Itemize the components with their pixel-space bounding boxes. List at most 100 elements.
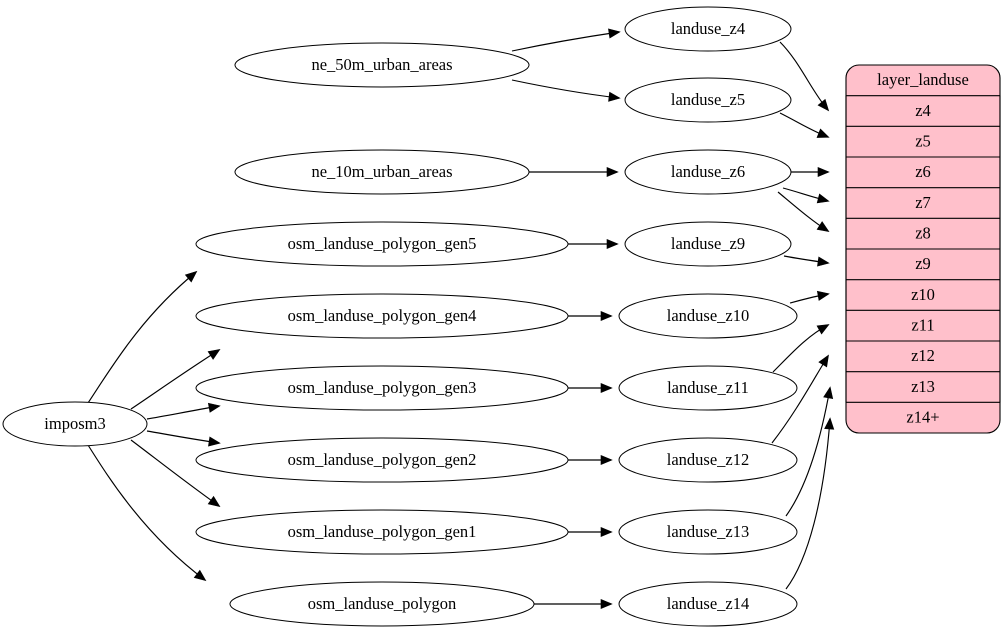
node-label: landuse_z9 — [671, 234, 745, 253]
edge-imposm3-to-osm_landuse_polygon — [87, 444, 207, 582]
arrowhead-icon — [816, 128, 830, 138]
table-row-z8[interactable]: z8 — [915, 223, 931, 242]
arrowhead-icon — [606, 238, 619, 250]
arrowhead-icon — [193, 569, 207, 582]
node-ellipse[interactable] — [195, 365, 569, 411]
arrowhead-icon — [816, 324, 830, 335]
layer-node-landuse_z4[interactable]: landuse_z4 — [624, 6, 792, 52]
source-node-ne_50m_urban_areas[interactable]: ne_50m_urban_areas — [234, 42, 530, 88]
node-ellipse[interactable] — [624, 149, 792, 195]
edge-path — [130, 349, 220, 410]
node-ellipse[interactable] — [618, 581, 798, 627]
node-label: osm_landuse_polygon_gen3 — [288, 378, 477, 397]
source-node-imposm3[interactable]: imposm3 — [2, 401, 148, 447]
edge-landuse_z11-to-row_z11 — [772, 324, 830, 373]
source-node-osm_landuse_polygon[interactable]: osm_landuse_polygon — [229, 581, 535, 627]
arrowhead-icon — [817, 166, 830, 178]
edge-ne_10m_urban_areas-to-landuse_z6 — [529, 166, 619, 178]
table-row-z14plus[interactable]: z14+ — [906, 407, 939, 426]
node-label: landuse_z14 — [667, 594, 749, 613]
edge-osm_landuse_polygon_gen5-to-landuse_z9 — [568, 238, 619, 250]
arrowhead-icon — [600, 598, 613, 610]
source-node-osm_landuse_polygon_gen3[interactable]: osm_landuse_polygon_gen3 — [195, 365, 569, 411]
arrowhead-icon — [207, 349, 221, 360]
table-row-z9[interactable]: z9 — [915, 254, 931, 273]
edge-osm_landuse_polygon_gen1-to-landuse_z13 — [568, 526, 613, 538]
node-ellipse[interactable] — [618, 365, 798, 411]
edge-path — [146, 405, 220, 420]
node-ellipse[interactable] — [618, 509, 798, 555]
edge-osm_landuse_polygon_gen4-to-landuse_z10 — [568, 310, 613, 322]
arrowhead-icon — [816, 193, 830, 204]
arrowhead-icon — [606, 166, 619, 178]
layer-node-landuse_z9[interactable]: landuse_z9 — [624, 221, 792, 267]
edge-path — [146, 430, 220, 444]
edge-path — [87, 444, 206, 581]
node-ellipse[interactable] — [229, 581, 535, 627]
edge-osm_landuse_polygon-to-landuse_z14 — [534, 598, 613, 610]
layer-node-landuse_z14[interactable]: landuse_z14 — [618, 581, 798, 627]
arrowhead-icon — [608, 91, 621, 102]
source-node-osm_landuse_polygon_gen5[interactable]: osm_landuse_polygon_gen5 — [195, 221, 569, 267]
table-row-z7[interactable]: z7 — [915, 193, 931, 212]
node-ellipse[interactable] — [618, 437, 798, 483]
layer-node-landuse_z12[interactable]: landuse_z12 — [618, 437, 798, 483]
node-label: ne_50m_urban_areas — [311, 55, 452, 74]
node-label: imposm3 — [44, 414, 105, 433]
layer-landuse-table: layer_landuse z4 z5 z6 z7 z8 z9 z10 z11 z12 z13 z14… — [845, 64, 1001, 434]
source-node-osm_landuse_polygon_gen2[interactable]: osm_landuse_polygon_gen2 — [195, 437, 569, 483]
table-header-label: layer_landuse — [877, 70, 969, 89]
node-ellipse[interactable] — [195, 437, 569, 483]
node-ellipse[interactable] — [618, 293, 798, 339]
layer-node-landuse_z5[interactable]: landuse_z5 — [624, 77, 792, 123]
node-ellipse[interactable] — [234, 149, 530, 195]
arrowhead-icon — [816, 221, 830, 232]
table-row-z12[interactable]: z12 — [911, 346, 935, 365]
layer-node-landuse_z10[interactable]: landuse_z10 — [618, 293, 798, 339]
node-ellipse[interactable] — [195, 293, 569, 339]
table-row-z6[interactable]: z6 — [915, 162, 931, 181]
table-row-z5[interactable]: z5 — [915, 131, 931, 150]
edge-landuse_z4-to-row_z4 — [779, 41, 830, 112]
edge-imposm3-to-osm_landuse_polygon_gen1 — [130, 439, 221, 508]
edge-path — [130, 439, 220, 507]
edge-ne_50m_urban_areas-to-landuse_z4 — [511, 28, 621, 52]
arrowhead-icon — [600, 454, 613, 466]
arrowhead-icon — [816, 290, 830, 301]
node-ellipse[interactable] — [234, 42, 530, 88]
source-node-ne_10m_urban_areas[interactable]: ne_10m_urban_areas — [234, 149, 530, 195]
source-node-osm_landuse_polygon_gen4[interactable]: osm_landuse_polygon_gen4 — [195, 293, 569, 339]
table-outline — [845, 64, 1001, 434]
edge-landuse_z14-to-row_z14 — [785, 417, 835, 590]
arrowhead-icon — [184, 270, 198, 283]
table-row-z4[interactable]: z4 — [915, 101, 931, 120]
arrowhead-icon — [817, 256, 830, 267]
node-label: ne_10m_urban_areas — [311, 162, 452, 181]
nodes-layer: imposm3 ne_50m_urban_areas ne_10m_urban_ar… — [2, 6, 798, 627]
node-ellipse[interactable] — [195, 221, 569, 267]
node-ellipse[interactable] — [624, 221, 792, 267]
arrowhead-icon — [823, 386, 834, 400]
node-label: osm_landuse_polygon — [308, 594, 457, 613]
edge-imposm3-to-osm_landuse_polygon_gen4 — [130, 349, 221, 410]
table-row-z13[interactable]: z13 — [911, 377, 935, 396]
edges-layer — [87, 28, 835, 610]
arrowhead-icon — [208, 436, 221, 447]
node-ellipse[interactable] — [195, 509, 569, 555]
node-ellipse[interactable] — [624, 77, 792, 123]
edge-landuse_z12-to-row_z12 — [771, 354, 829, 444]
arrowhead-icon — [817, 98, 830, 112]
layer-node-landuse_z11[interactable]: landuse_z11 — [618, 365, 798, 411]
arrowhead-icon — [207, 402, 221, 413]
node-label: landuse_z11 — [667, 378, 749, 397]
table-row-z11[interactable]: z11 — [911, 315, 934, 334]
source-node-osm_landuse_polygon_gen1[interactable]: osm_landuse_polygon_gen1 — [195, 509, 569, 555]
layer-node-landuse_z6[interactable]: landuse_z6 — [624, 149, 792, 195]
node-ellipse[interactable] — [624, 6, 792, 52]
node-ellipse[interactable] — [2, 401, 148, 447]
arrowhead-icon — [600, 526, 613, 538]
layer-node-landuse_z13[interactable]: landuse_z13 — [618, 509, 798, 555]
node-label: landuse_z5 — [671, 90, 745, 109]
node-label: landuse_z13 — [667, 522, 749, 541]
table-row-z10[interactable]: z10 — [911, 285, 935, 304]
